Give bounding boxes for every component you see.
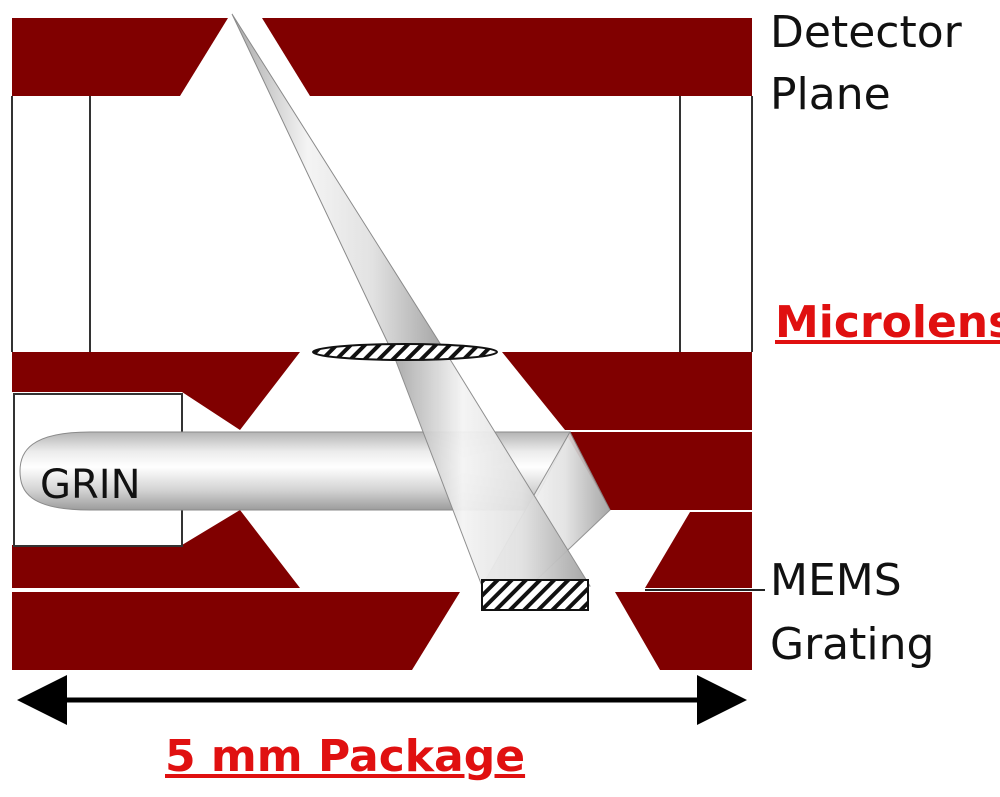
mems-label: MEMS	[770, 555, 902, 606]
grating-label: Grating	[770, 619, 935, 670]
microlens-label: Microlens	[775, 297, 1000, 348]
package-size-label: 5 mm Package	[165, 731, 526, 782]
microlens	[312, 343, 498, 361]
cavity-walls	[11, 96, 753, 352]
bottom-housing	[12, 589, 765, 670]
bottom-housing-right	[615, 592, 752, 670]
middle-housing-left	[12, 352, 300, 430]
detector-label: Detector	[770, 7, 962, 58]
grin-label: GRIN	[40, 462, 141, 508]
mems-grating	[481, 579, 589, 611]
top-housing-left	[12, 18, 228, 96]
top-housing-right	[262, 18, 752, 96]
lower-housing-left	[12, 510, 300, 588]
housing-right-block	[565, 432, 752, 510]
bottom-housing-left	[12, 592, 460, 670]
top-housing	[12, 18, 752, 96]
middle-housing-right	[502, 352, 752, 430]
lower-housing-right	[645, 512, 752, 588]
plane-label: Plane	[770, 69, 891, 120]
middle-housing	[12, 352, 752, 588]
